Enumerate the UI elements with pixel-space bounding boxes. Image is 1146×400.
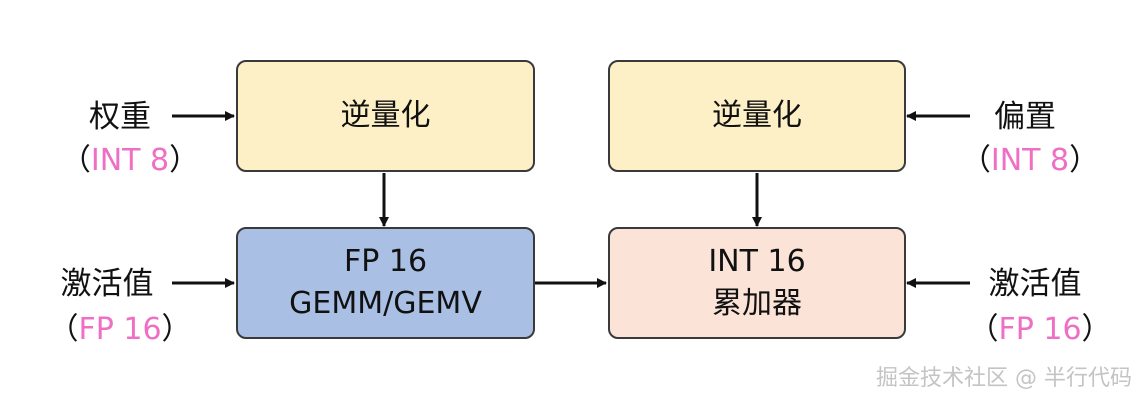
gemm-box-line1: FP 16 <box>343 244 428 279</box>
accumulator-box-line1: INT 16 <box>708 244 806 279</box>
activation-left-close-paren: ） <box>161 312 192 347</box>
activation-left-dtype: （FP 16） <box>40 310 200 350</box>
weights-open-paren: （ <box>60 143 91 178</box>
dequant-box-left: 逆量化 <box>236 60 535 172</box>
weights-dtype-value: INT 8 <box>90 143 170 178</box>
watermark: 掘金技术社区 @ 半行代码 <box>876 366 1132 391</box>
activation-left-open-paren: （ <box>48 312 79 347</box>
bias-dtype: （INT 8） <box>955 141 1105 181</box>
weights-dtype: （INT 8） <box>55 141 205 181</box>
gemm-box: FP 16 GEMM/GEMV <box>236 227 535 339</box>
accumulator-box-line2: 累加器 <box>712 286 802 321</box>
activation-left-dtype-value: FP 16 <box>78 312 162 347</box>
weights-label: 权重 <box>89 99 151 135</box>
weights-close-paren: ） <box>169 143 200 178</box>
bias-dtype-value: INT 8 <box>990 143 1070 178</box>
activation-right-open-paren: （ <box>968 312 999 347</box>
activation-left-label: 激活值 <box>60 266 154 302</box>
dequant-box-right: 逆量化 <box>608 60 906 172</box>
activation-right-dtype: （FP 16） <box>960 310 1120 350</box>
activation-right-label: 激活值 <box>988 266 1082 302</box>
bias-label: 偏置 <box>994 99 1056 135</box>
bias-open-paren: （ <box>960 143 991 178</box>
dequant-box-right-label: 逆量化 <box>712 98 802 133</box>
bias-close-paren: ） <box>1069 143 1100 178</box>
activation-right-dtype-value: FP 16 <box>998 312 1082 347</box>
gemm-box-line2: GEMM/GEMV <box>289 286 482 321</box>
activation-right-close-paren: ） <box>1081 312 1112 347</box>
dequant-box-left-label: 逆量化 <box>340 98 431 133</box>
accumulator-box: INT 16 累加器 <box>608 227 906 339</box>
